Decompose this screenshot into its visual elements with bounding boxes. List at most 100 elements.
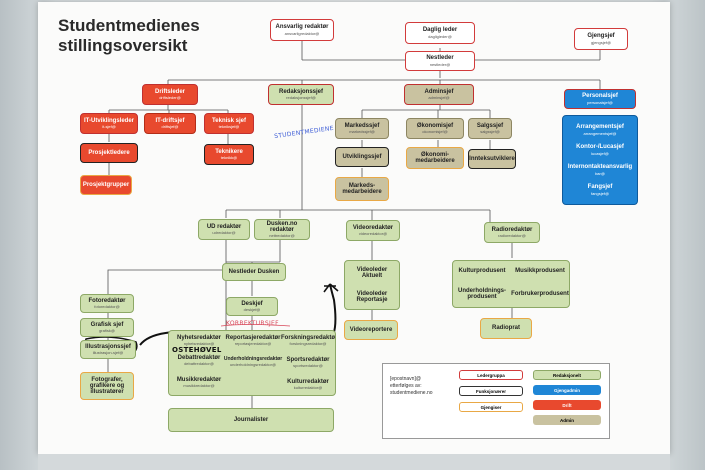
box-email: redaksjonssjef@ xyxy=(286,95,316,101)
markedssjef-box: Markedssjef markedssjef@ xyxy=(335,118,389,139)
driftsleder-box: Driftsleder driftsleder@ xyxy=(142,84,198,105)
box-title: Illustrasjonssjef xyxy=(85,343,131,350)
handwritten-red-note: KORREKTURSJEF xyxy=(226,320,279,327)
box-title: Salgssjef xyxy=(476,122,504,129)
box-title: Ansvarlig redaktør xyxy=(275,24,329,31)
box-title: Økonomisjef xyxy=(416,122,454,129)
fotografer-box: Fotografer, grafikere og illustratører xyxy=(80,372,134,400)
legend-text-2: etterfølges av: xyxy=(390,382,422,389)
legend-text-3: studentmediene.no xyxy=(390,389,433,396)
adminsjef-box: Adminsjef adminsjef@ xyxy=(404,84,474,105)
okonomi-medarbeidere-box: Økonomi-medarbeidere xyxy=(406,147,464,169)
illustrasjonssjef-box: Illustrasjonssjef illustrasjon-sjef@ xyxy=(80,340,136,359)
box-email: udredaktor@ xyxy=(212,230,236,236)
box-title: Teknikere xyxy=(215,148,243,155)
box-email: ansvarligredaktor@ xyxy=(284,30,320,36)
it-driftsjef-box: IT-driftsjef driftsjef@ xyxy=(144,113,196,134)
box-title: Journalister xyxy=(233,416,269,423)
box-email: okonomisjef@ xyxy=(422,129,448,135)
box-email: dagligleder@ xyxy=(428,33,452,39)
videoleder-reportasje: Videoleder Reportasje xyxy=(356,290,388,303)
grafisk-sjef-box: Grafisk sjef grafisk@ xyxy=(80,318,134,337)
nestleder-box: Nestleder nestleder@ xyxy=(405,51,475,71)
box-title: Redaksjonssjef xyxy=(278,88,324,95)
box-email: nettredaktor@ xyxy=(269,233,295,239)
legend-admin: Admin xyxy=(533,415,601,425)
salgssjef-box: Salgssjef salgssjef@ xyxy=(468,118,512,139)
box-email: illustrasjon-sjef@ xyxy=(92,350,124,356)
box-title: Prosjektledere xyxy=(88,149,130,156)
legend-text-1: [epostnavn]@ xyxy=(390,376,421,382)
box-title: Nestleder Dusken xyxy=(228,268,280,275)
deskjef-box: Deskjef deskjef@ xyxy=(226,297,278,316)
it-utviklingsleder-box: IT-Utviklingsleder it-sjef@ xyxy=(80,113,138,134)
box-title: Markedssjef xyxy=(344,122,380,129)
nestleder-dusken-box: Nestleder Dusken xyxy=(222,263,286,281)
box-email: teknikk@ xyxy=(220,155,238,161)
poster-title: Studentmedienes stillingsoversikt xyxy=(58,16,200,57)
dusken-redaktor-box: Dusken.no redaktør nettredaktor@ xyxy=(254,219,310,240)
box-title: Adminsjef xyxy=(424,88,454,95)
prosjektledere-box: Prosjektledere xyxy=(80,143,138,163)
title-line-2: stillingsoversikt xyxy=(58,36,188,56)
box-title: Fotografer, grafikere og illustratører xyxy=(89,376,125,396)
innteksutviklere-box: Innteksutviklere xyxy=(468,149,516,169)
box-title: UD redaktør xyxy=(206,223,242,230)
teknisk-sjef-box: Teknisk sjef tekniksjef@ xyxy=(204,113,254,134)
box-title: Dusken.no redaktør xyxy=(266,220,298,233)
ansvarlig-redaktor-box: Ansvarlig redaktør ansvarligredaktor@ xyxy=(270,19,334,41)
teknikere-box: Teknikere teknikk@ xyxy=(204,144,254,165)
box-email: markedssjef@ xyxy=(349,129,375,135)
box-email: nestleder@ xyxy=(429,61,451,67)
legend-ledergruppa: Ledergruppa xyxy=(459,370,523,380)
utviklingssjef-box: Utviklingssjef xyxy=(335,147,389,167)
videoredaktor-box: Videoredaktør videoredaktor@ xyxy=(346,220,400,241)
videoleder-group-box: Videoleder Aktuelt Videoleder Reportasje xyxy=(344,260,400,310)
box-title: IT-driftsjef xyxy=(155,117,185,124)
box-title: Teknisk sjef xyxy=(212,117,246,124)
box-title: Utviklingssjef xyxy=(342,153,382,160)
box-email: videoredaktor@ xyxy=(358,231,388,237)
box-title: Grafisk sjef xyxy=(90,321,124,328)
title-line-1: Studentmedienes xyxy=(58,16,200,35)
kulturprodusent: Kulturprodusent xyxy=(458,267,506,274)
personalsjef-box: Personalsjef personalsjef@ xyxy=(564,89,636,109)
box-email: driftsleder@ xyxy=(159,95,181,101)
box-title: Videoredaktør xyxy=(352,224,394,231)
box-email: deskjef@ xyxy=(243,307,261,313)
box-title: Gjengsjef xyxy=(587,33,615,40)
legend-gjengadmin: Gjengadmin xyxy=(533,385,601,395)
legend-redaksjonelt: Redaksjonelt xyxy=(533,370,601,380)
prosjektgrupper-box: Prosjektgrupper xyxy=(80,175,132,195)
videoleder-aktuelt: Videoleder Aktuelt xyxy=(356,266,388,279)
box-email: adminsjef@ xyxy=(428,95,450,101)
radioredaktor-box: Radioredaktør radioredaktor@ xyxy=(484,222,540,243)
legend-gjengiser: Gjengiser xyxy=(459,402,523,412)
box-title: Nestleder xyxy=(426,55,454,62)
daglig-leder-box: Daglig leder dagligleder@ xyxy=(405,22,475,44)
handwritten-black-note: OSTEHØVEL xyxy=(172,346,222,354)
gjengsjef-box: Gjengsjef gjengsjef@ xyxy=(574,28,628,50)
legend-funksjonaerer: Funksjonærer xyxy=(459,386,523,396)
videoreportere-box: Videoreportere xyxy=(344,320,398,340)
box-email: gjengsjef@ xyxy=(590,39,612,45)
ud-redaktor-box: UD redaktør udredaktor@ xyxy=(198,219,250,240)
journalister-box: Journalister xyxy=(168,408,334,432)
forbrukerprodusent: Forbrukerprodusent xyxy=(511,290,569,297)
radioprat-box: Radioprat xyxy=(480,318,532,339)
poster-shadow xyxy=(38,454,670,470)
legend-drift: Drift xyxy=(533,400,601,410)
box-title: Prosjektgrupper xyxy=(82,181,130,188)
box-title: Daglig leder xyxy=(422,27,458,34)
